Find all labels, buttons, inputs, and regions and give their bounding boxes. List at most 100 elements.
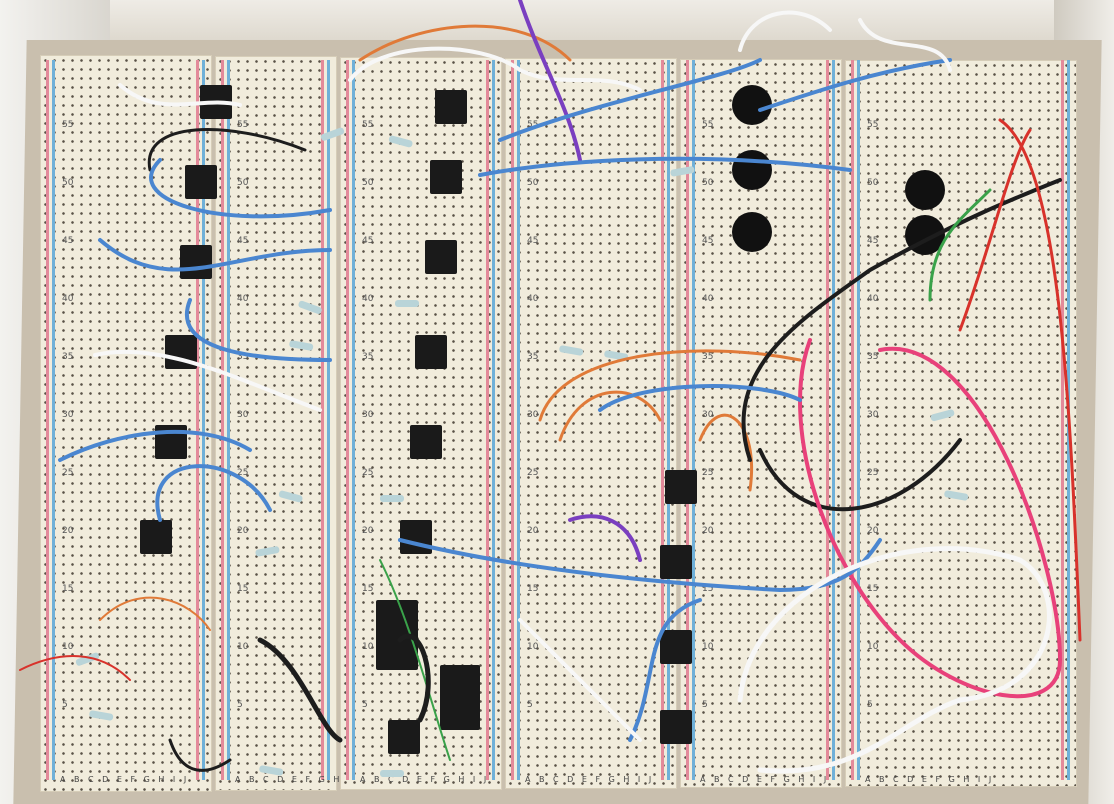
ic-chip bbox=[415, 335, 447, 369]
jumper-wire bbox=[958, 128, 1032, 332]
jumper-wire bbox=[698, 413, 753, 492]
row-label: 55 bbox=[62, 120, 74, 130]
jumper-wire bbox=[798, 338, 1063, 699]
power-rail-negative bbox=[857, 60, 860, 780]
row-label: 35 bbox=[527, 352, 539, 362]
ic-chip bbox=[185, 165, 217, 199]
ic-chip bbox=[388, 720, 420, 754]
row-label: 15 bbox=[527, 584, 539, 594]
resistor bbox=[75, 652, 100, 666]
jumper-wire bbox=[738, 10, 832, 52]
resistor bbox=[559, 345, 584, 356]
row-label: 15 bbox=[702, 584, 714, 594]
ic-chip bbox=[425, 240, 457, 274]
column-letters: A B C D E F G H I J bbox=[700, 775, 830, 784]
row-label: 10 bbox=[867, 642, 879, 652]
row-label: 5 bbox=[527, 700, 533, 710]
power-rail-positive bbox=[196, 60, 199, 780]
power-rail-positive bbox=[321, 60, 324, 780]
resistor bbox=[395, 300, 419, 307]
jumper-wire bbox=[358, 24, 572, 62]
jumper-wire bbox=[478, 156, 852, 177]
row-label: 25 bbox=[362, 468, 374, 478]
jumper-wire bbox=[758, 438, 962, 512]
jumper-wire bbox=[538, 349, 802, 422]
row-label: 10 bbox=[237, 642, 249, 652]
jumper-wire bbox=[185, 298, 332, 362]
ic-chip bbox=[376, 600, 418, 670]
resistor bbox=[259, 765, 284, 776]
jumper-wire bbox=[628, 598, 702, 742]
breadboard bbox=[40, 55, 212, 792]
row-label: 30 bbox=[867, 410, 879, 420]
power-rail-negative bbox=[227, 60, 230, 780]
resistor bbox=[388, 135, 413, 148]
row-label: 10 bbox=[62, 642, 74, 652]
jumper-wire bbox=[19, 655, 131, 681]
row-label: 20 bbox=[62, 526, 74, 536]
column-letters: A B C D E F G H I J bbox=[865, 775, 995, 784]
row-label: 30 bbox=[237, 410, 249, 420]
row-label: 30 bbox=[527, 410, 539, 420]
row-label: 50 bbox=[237, 178, 249, 188]
row-label: 50 bbox=[527, 178, 539, 188]
column-letters: A B C D E F G H I J bbox=[360, 775, 490, 784]
row-label: 15 bbox=[867, 584, 879, 594]
jumper-wire bbox=[168, 738, 232, 772]
row-label: 35 bbox=[362, 352, 374, 362]
jumper-wire bbox=[758, 58, 952, 112]
power-rail-positive bbox=[46, 60, 49, 780]
row-label: 35 bbox=[62, 352, 74, 362]
row-label: 35 bbox=[702, 352, 714, 362]
ic-chip bbox=[140, 520, 172, 554]
row-label: 10 bbox=[702, 642, 714, 652]
jumper-wire bbox=[928, 188, 992, 302]
jumper-wire bbox=[58, 429, 252, 462]
resistor bbox=[380, 770, 404, 777]
ic-chip bbox=[180, 245, 212, 279]
power-rail-negative bbox=[667, 60, 670, 780]
jumper-wire bbox=[858, 18, 952, 72]
jumper-wire bbox=[737, 546, 1052, 774]
jumper-wire bbox=[98, 238, 332, 272]
jumper-wire bbox=[118, 83, 242, 107]
row-label: 25 bbox=[237, 468, 249, 478]
potentiometer bbox=[905, 170, 945, 210]
jumper-wire bbox=[147, 128, 307, 172]
power-rail-negative bbox=[52, 60, 55, 780]
jumper-wire bbox=[149, 158, 332, 219]
ic-chip bbox=[440, 665, 480, 730]
power-rail-negative bbox=[202, 60, 205, 780]
row-label: 50 bbox=[867, 178, 879, 188]
ic-chip bbox=[400, 520, 432, 554]
ic-chip bbox=[410, 425, 442, 459]
row-label: 40 bbox=[362, 294, 374, 304]
power-rail-positive bbox=[661, 60, 664, 780]
breadboard bbox=[505, 58, 677, 789]
jumper-wire bbox=[348, 46, 642, 92]
jumper-wire bbox=[398, 538, 882, 593]
jumper-wire bbox=[518, 618, 642, 742]
row-label: 30 bbox=[702, 410, 714, 420]
row-label: 55 bbox=[237, 120, 249, 130]
jumper-wire bbox=[741, 178, 1062, 462]
row-label: 30 bbox=[362, 410, 374, 420]
row-label: 5 bbox=[867, 700, 873, 710]
jumper-wire bbox=[558, 390, 662, 442]
power-rail-positive bbox=[1061, 60, 1064, 780]
power-rail-negative bbox=[492, 60, 495, 780]
jumper-wire bbox=[155, 464, 272, 522]
row-label: 20 bbox=[362, 526, 374, 536]
potentiometer bbox=[732, 85, 772, 125]
row-label: 35 bbox=[237, 352, 249, 362]
power-rail-negative bbox=[832, 60, 835, 780]
row-label: 25 bbox=[62, 468, 74, 478]
power-rail-positive bbox=[686, 60, 689, 780]
column-letters: A B C D E F G H I J bbox=[60, 775, 190, 784]
row-label: 55 bbox=[362, 120, 374, 130]
jumper-wire bbox=[518, 0, 582, 162]
row-label: 35 bbox=[867, 352, 879, 362]
resistor bbox=[930, 409, 955, 422]
row-label: 5 bbox=[237, 700, 243, 710]
